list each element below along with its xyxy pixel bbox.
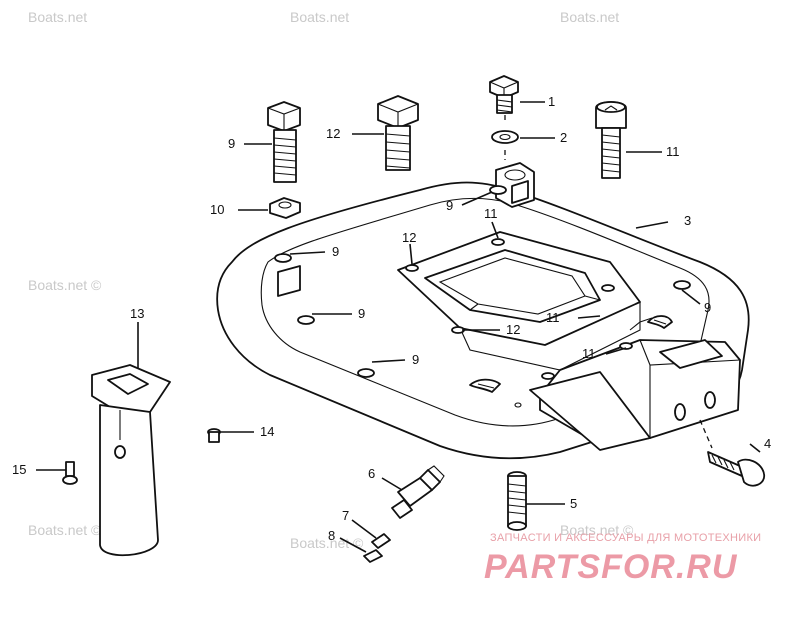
callout-9-right: 9 [704,300,711,315]
callout-10: 10 [210,202,224,217]
callout-1: 1 [548,94,555,109]
callout-2: 2 [560,130,567,145]
callout-13: 13 [130,306,144,321]
callout-11-top: 11 [484,206,498,221]
alignment-line [504,115,713,449]
bolt-part-1 [489,75,519,114]
pin-part-7 [371,533,391,549]
callout-6: 6 [368,466,375,481]
callout-3: 3 [684,213,691,228]
stud-part-5 [507,471,527,531]
callout-7: 7 [342,508,349,523]
callout-9-mid: 9 [358,306,365,321]
watermark-text: Boats.net [28,9,87,25]
callout-9-post: 9 [446,198,453,213]
callout-8: 8 [328,528,335,543]
screw-part-14 [207,428,221,443]
watermark-text: Boats.net © [28,522,102,538]
callout-5: 5 [570,496,577,511]
bolt-part-4 [707,451,765,487]
watermark-text: Boats.net © [28,277,102,293]
pin-part-8 [363,549,383,563]
watermark-text: Boats.net © [290,535,364,551]
callout-11-low: 11 [582,346,596,361]
callout-14: 14 [260,424,274,439]
lock-washer-part-2 [491,130,519,144]
screw-part-15 [62,461,78,485]
callout-11-mid: 11 [546,310,560,325]
socket-screw-part-11 [595,101,627,179]
bolt-part-12 [377,95,419,171]
watermark-text: Boats.net © [560,522,634,538]
callout-9-left: 9 [332,244,339,259]
callout-labels: 1 2 3 4 5 6 7 8 9 9 9 9 9 9 10 11 11 11 … [12,94,771,543]
callout-11-screw: 11 [666,144,680,159]
exhaust-tube-part-13 [91,364,171,557]
callout-12-bolt: 12 [326,126,340,141]
watermark-text: Boats.net [560,9,619,25]
callout-15: 15 [12,462,26,477]
brand-tagline: ЗАПЧАСТИ И АКСЕССУАРЫ ДЛЯ МОТОТЕХНИКИ [490,532,761,544]
bolt-part-9 [267,101,301,183]
callout-12-mid: 12 [506,322,520,337]
callout-9-bolt: 9 [228,136,235,151]
callout-4: 4 [764,436,771,451]
adapter-plate [216,162,750,460]
nut-part-10 [269,197,301,219]
brand-logo: PARTSFOR.RU [484,548,738,586]
brand-watermark: ЗАПЧАСТИ И АКСЕССУАРЫ ДЛЯ МОТОТЕХНИКИ PA… [484,532,761,586]
switch-part-6 [391,465,445,519]
callout-9-low: 9 [412,352,419,367]
callout-12-top: 12 [402,230,416,245]
watermark-text: Boats.net [290,9,349,25]
leader-lines [36,101,761,553]
